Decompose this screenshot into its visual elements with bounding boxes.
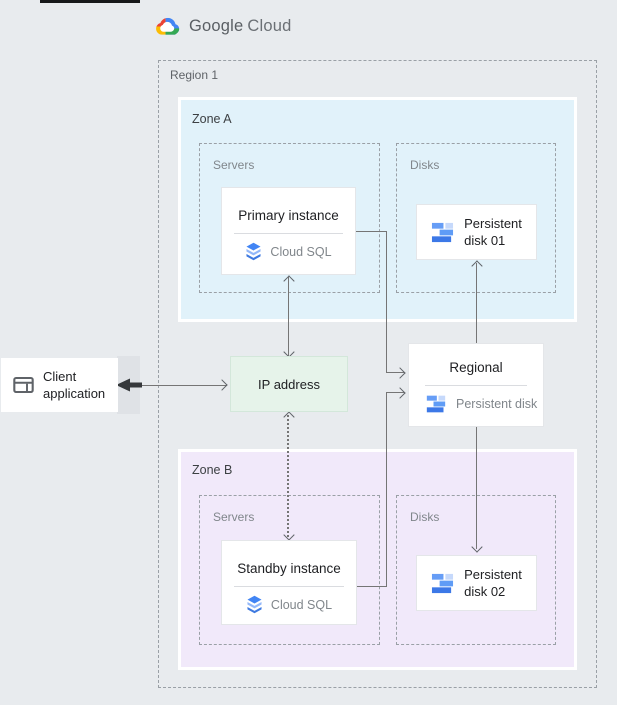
- brand-google: Google: [189, 17, 244, 35]
- card-divider: [234, 233, 343, 234]
- arrow-regional-to-disk02-line: [476, 427, 477, 549]
- persistent-disk-icon: [432, 573, 454, 593]
- arrow-primary-to-regional-segment-3: [386, 372, 404, 373]
- zone-b-disks-label: Disks: [410, 510, 440, 524]
- zone-a-servers-group: Servers: [199, 143, 380, 293]
- standby-product-row: Cloud SQL: [222, 595, 356, 614]
- arrow-standby-to-regional-segment-1: [357, 586, 387, 587]
- top-accent-bar: [40, 0, 140, 3]
- persistent-disk-01-label: Persistent disk 01: [464, 215, 522, 249]
- bottom-edge-strip: [0, 705, 617, 709]
- bold-left-arrow-icon: [116, 378, 142, 392]
- persistent-disk-02-card: Persistent disk 02: [416, 555, 537, 611]
- disk02-line2: disk 02: [464, 584, 506, 599]
- zone-b-label: Zone B: [192, 463, 233, 477]
- zone-a-servers-label: Servers: [213, 158, 255, 172]
- client-line2: application: [43, 386, 106, 401]
- standby-instance-title: Standby instance: [237, 561, 341, 576]
- cloud-sql-icon: [246, 242, 261, 261]
- zone-a-label: Zone A: [192, 112, 232, 126]
- brand-cloud: Cloud: [247, 17, 292, 35]
- regional-disk-subtitle: Persistent disk: [456, 397, 538, 411]
- ip-address-label: IP address: [258, 376, 320, 392]
- arrow-primary-to-regional-segment-2: [386, 231, 387, 373]
- arrow-standby-to-regional-segment-3: [386, 392, 404, 393]
- zone-a-disks-label: Disks: [410, 158, 440, 172]
- primary-instance-title: Primary instance: [238, 208, 339, 223]
- arrow-standby-to-regional-segment-2: [386, 393, 387, 586]
- persistent-disk-02-label: Persistent disk 02: [464, 566, 522, 600]
- persistent-disk-01-card: Persistent disk 01: [416, 204, 537, 260]
- primary-product-label: Cloud SQL: [270, 244, 332, 259]
- client-line1: Client: [43, 369, 77, 384]
- arrow-client-ip-line: [122, 385, 227, 386]
- card-divider: [234, 586, 344, 587]
- arrow-primary-to-regional-segment-1: [356, 231, 386, 232]
- regional-product-row: Persistent disk: [409, 394, 543, 414]
- persistent-disk-icon: [426, 395, 446, 413]
- card-divider: [425, 385, 527, 386]
- client-application-label: Client application: [43, 368, 105, 402]
- disk01-line2: disk 01: [464, 233, 506, 248]
- primary-instance-card: Primary instance Cloud SQL: [221, 187, 356, 275]
- standby-product-label: Cloud SQL: [270, 597, 333, 612]
- disk02-line1: Persistent: [464, 567, 522, 582]
- region-1-label: Region 1: [170, 68, 219, 82]
- persistent-disk-icon: [432, 222, 454, 242]
- arrow-regional-to-disk01-line: [476, 263, 477, 343]
- zone-b-servers-group: Servers: [199, 495, 380, 645]
- region-1-container: [158, 60, 597, 688]
- client-application-card: Client application: [1, 358, 118, 412]
- ip-address-box: IP address: [230, 356, 348, 412]
- arrow-ip-standby-dotted-line: [287, 415, 289, 537]
- disk01-line1: Persistent: [464, 216, 522, 231]
- regional-persistent-disk-card: Regional Persistent disk: [408, 343, 544, 427]
- zone-b-servers-label: Servers: [213, 510, 255, 524]
- client-application-window-icon: [13, 376, 34, 394]
- arrow-primary-ip-line: [288, 277, 289, 356]
- google-cloud-logo-icon: [156, 17, 180, 35]
- cloud-sql-icon: [247, 595, 262, 614]
- regional-disk-title: Regional: [449, 360, 503, 375]
- standby-instance-card: Standby instance Cloud SQL: [221, 540, 357, 625]
- primary-product-row: Cloud SQL: [222, 242, 355, 261]
